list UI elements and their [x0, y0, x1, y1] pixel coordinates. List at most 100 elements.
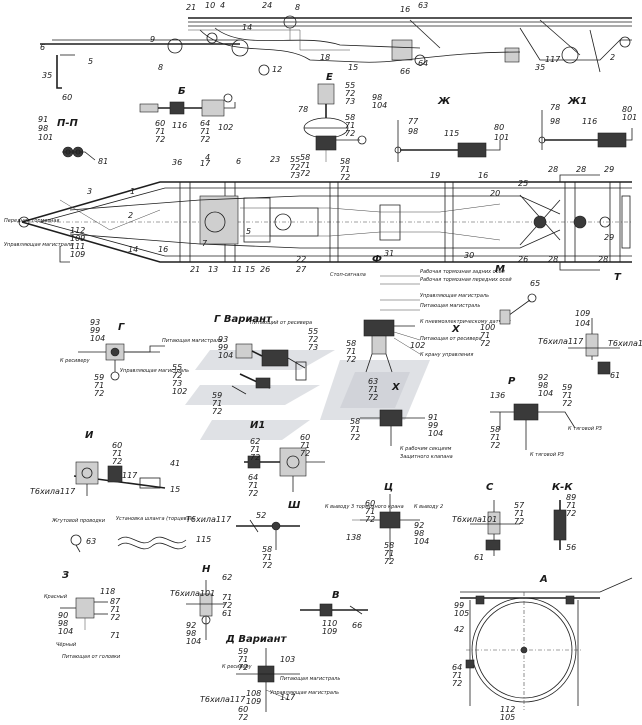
label: 63	[418, 1, 428, 10]
label: 72	[110, 613, 120, 622]
view-n: Н 62 71 72 61 Т6хила101 92 98 104	[170, 564, 232, 646]
label: 102	[218, 123, 233, 132]
note: Питающая магистраль	[280, 676, 340, 682]
label: 91	[38, 115, 48, 124]
label: 98	[538, 381, 548, 390]
label: 64	[452, 663, 462, 672]
label: 62	[250, 437, 260, 446]
view-title-r: Р	[508, 376, 516, 387]
label: 59	[238, 647, 248, 656]
label: 15	[348, 63, 358, 72]
note: Рабочая тормозная задних осей	[420, 269, 506, 275]
label: 71	[222, 593, 232, 602]
note: Рабочая тормозная передних осей	[420, 277, 512, 283]
view-kk: К-К 89 71 72 56	[552, 482, 576, 552]
label: 15	[170, 485, 180, 494]
label: Т6хила101	[170, 589, 215, 598]
label: 71	[238, 655, 248, 664]
label: 41	[170, 459, 180, 468]
label: 60	[155, 119, 165, 128]
label: 90	[58, 611, 68, 620]
label: 64	[200, 119, 210, 128]
label: 72	[350, 433, 360, 442]
label: 117	[122, 471, 138, 480]
label: 71	[155, 127, 165, 136]
label: 64	[418, 59, 428, 68]
label: 109	[70, 234, 85, 243]
label: 25	[518, 179, 528, 188]
label: 18	[320, 53, 330, 62]
view-v: В 110 109 66	[300, 590, 368, 636]
label: 72	[514, 517, 524, 526]
label: 58	[340, 157, 350, 166]
label: 109	[322, 627, 337, 636]
label: 59	[94, 373, 104, 382]
label: 58	[262, 545, 272, 554]
label: 111	[70, 242, 85, 251]
view-b: Б 60 71 72 116 64 71 72 102	[139, 86, 236, 144]
label: 72	[384, 557, 394, 566]
label: 71	[480, 331, 490, 340]
note: К ресиверу	[222, 664, 253, 670]
label: 7	[202, 239, 208, 248]
label: Т6хила117	[186, 515, 232, 524]
label: 6	[236, 157, 241, 166]
label: 72	[346, 355, 356, 364]
label: 60	[238, 705, 248, 714]
note: Управляющая магистраль	[270, 690, 339, 696]
label: 72	[290, 163, 300, 172]
label: 103	[280, 655, 295, 664]
label: 104	[186, 637, 201, 646]
label: 105	[454, 609, 469, 618]
view-title-kk: К-К	[552, 482, 573, 493]
label: 102	[172, 387, 187, 396]
label: 21	[186, 3, 196, 12]
label: 72	[212, 407, 222, 416]
label: 31	[384, 249, 394, 258]
note: К пневмоэлектрическому датчику	[420, 319, 512, 325]
note: К крану управления	[420, 352, 473, 358]
label: 2	[610, 53, 615, 62]
label: 71	[562, 391, 572, 400]
label: 36	[172, 158, 182, 167]
label: 71	[200, 127, 210, 136]
label: 58	[346, 339, 356, 348]
view-title-zh1: Ж1	[567, 96, 587, 107]
label: 115	[444, 129, 459, 138]
view-title-a: А	[539, 574, 548, 585]
label: 73	[308, 343, 318, 352]
label: 60	[62, 93, 72, 102]
label: 72	[300, 449, 310, 458]
label: 71	[566, 501, 576, 510]
label: 9	[150, 35, 155, 44]
label: 71	[384, 549, 394, 558]
label: 92	[414, 521, 424, 530]
view-z: З 118 87 71 72 71 90 98 104 Красный Чёрн…	[44, 570, 121, 660]
label: 27	[296, 265, 307, 274]
label: 91	[428, 413, 438, 422]
label: 93	[90, 318, 100, 327]
label: 24	[262, 1, 272, 10]
label: 58	[490, 425, 500, 434]
note: Красный	[44, 594, 68, 600]
label: 26	[260, 265, 270, 274]
view-title-s: С	[486, 482, 494, 493]
label: 71	[345, 121, 355, 130]
label: 71	[514, 509, 524, 518]
label: 17	[200, 159, 211, 168]
view-r: Р 92 98 104 136 58 71 72 59 71 72 К тяго…	[490, 373, 603, 458]
label: 14	[242, 23, 252, 32]
view-title-zh: Ж	[437, 96, 451, 107]
note: Управляющая магистраль	[120, 368, 189, 374]
label: 3	[87, 187, 92, 196]
label: 99	[218, 343, 228, 352]
label: 72	[248, 489, 258, 498]
label: Т6хила117	[30, 487, 76, 496]
label: 71	[300, 441, 310, 450]
label: 71	[300, 161, 310, 170]
label: 72	[222, 601, 232, 610]
label: 72	[490, 441, 500, 450]
label: 108	[246, 689, 261, 698]
note: К рабочим секциям	[400, 446, 452, 452]
